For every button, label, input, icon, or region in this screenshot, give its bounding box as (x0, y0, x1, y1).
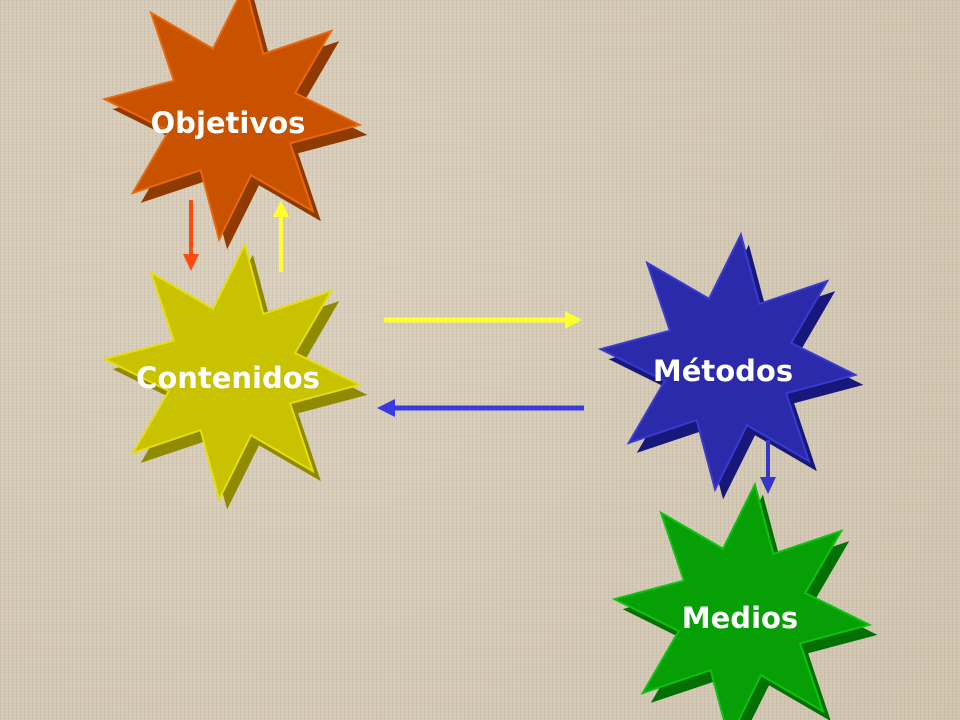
objetivos-node[interactable]: Objetivos (101, 0, 368, 250)
contenidos-star (101, 241, 363, 503)
arrow-objetivos-to-contenidos (183, 200, 199, 271)
medios-node[interactable]: Medios (611, 481, 878, 720)
metodos-star (597, 231, 859, 493)
arrow-metodos-to-medios (760, 440, 776, 494)
metodos-node[interactable]: Métodos (597, 231, 864, 500)
medios-label: Medios (682, 601, 798, 635)
objetivos-star (101, 0, 363, 243)
medios-star (611, 481, 873, 720)
arrow-contenidos-to-objetivos (273, 200, 289, 272)
arrow-metodos-to-contenidos (377, 399, 584, 417)
objetivos-label: Objetivos (151, 106, 306, 140)
metodos-label: Métodos (653, 354, 793, 388)
contenidos-node[interactable]: Contenidos (101, 241, 368, 510)
arrow-contenidos-to-metodos (384, 311, 582, 329)
contenidos-label: Contenidos (136, 361, 320, 395)
